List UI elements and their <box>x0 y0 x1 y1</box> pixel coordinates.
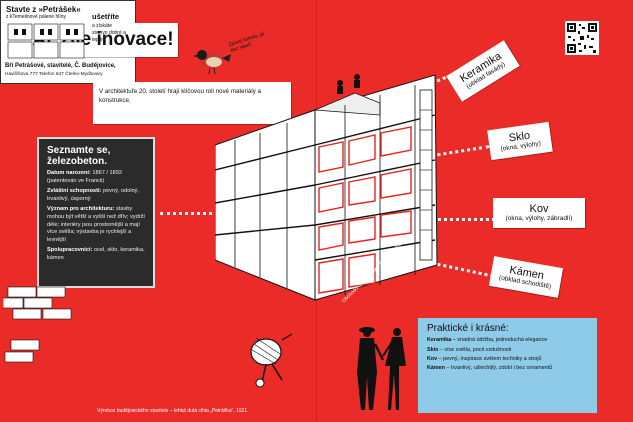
bricks-icon <box>3 286 72 320</box>
meaning-label: Význam pro architekturu: <box>47 206 115 213</box>
info-item-text: – trvanlivý, ušlechtilý, zdobí i bez orn… <box>444 365 553 372</box>
material-tag-kov[interactable]: Kov (okna, výlohy, zábradlí) <box>493 198 585 228</box>
material-name: Kov <box>529 203 549 215</box>
info-item-label: Keramika <box>427 337 452 344</box>
connector-chalkboard <box>160 212 218 215</box>
born-value: 1867 / 1892 (patentován ve Francii) <box>47 170 122 184</box>
info-item: Kámen – trvanlivý, ušlechtilý, zdobí i b… <box>427 364 588 373</box>
qr-code-icon[interactable] <box>565 21 599 55</box>
partners-value: ocel, sklo, keramika, kámen <box>47 247 145 261</box>
abilities-value: pevný, odolný, trvanlivý, úsporný <box>47 188 140 202</box>
abilities-label: Zvláštní schopnosti: <box>47 188 102 195</box>
info-item-text: – snadná údržba, jednoduchá elegance <box>451 337 548 344</box>
cement-mixer-icon <box>250 333 293 388</box>
material-detail: (okna, výlohy, zábradlí) <box>505 215 573 222</box>
ad-caption: Výrobce budějovického stavitele – lehká … <box>97 408 248 414</box>
couple-silhouette-icon <box>357 327 406 410</box>
info-heading: Praktické i krásné: <box>427 323 509 334</box>
bricks-icon <box>4 339 40 363</box>
info-item-text: – více světla, pocit vzdušnosti <box>438 346 512 353</box>
building-illustration <box>215 74 438 301</box>
petrasek-advertisement: Stavte z »Petrášek« z kTemelinové pálené… <box>0 0 136 84</box>
ad-signature: Bří Petrášové, stavitelé, Č. Budějovice, <box>5 63 116 69</box>
ad-save-text: a získáte stavivo dobré a teplé. <box>92 23 126 43</box>
material-tag-keramika[interactable]: Keramika (obklad fasády) <box>446 40 520 102</box>
born-label: Datum narození: <box>47 170 91 176</box>
meaning-value: stavby mohou být větší a vyšší než dřív;… <box>47 206 145 243</box>
intro-text: V architektuře 20. století hrají klíčovo… <box>93 82 291 124</box>
chalkboard-heading: Seznamte se, železobeton. <box>47 145 111 167</box>
ad-headline: Stavte z »Petrášek« <box>6 5 81 14</box>
chalkboard-panel: Seznamte se, železobeton. Datum narození… <box>37 137 155 288</box>
connector-kov <box>395 218 495 221</box>
bird-icon <box>193 50 231 75</box>
material-tag-kamen[interactable]: Kámen (obklad schodiště) <box>488 256 564 298</box>
info-item: Sklo – více světla, pocit vzdušnosti <box>427 346 588 355</box>
info-item-label: Sklo <box>427 346 439 353</box>
info-item-label: Kov <box>427 355 438 362</box>
bird-note: Zpívej koledu, jsi bez vlasů <box>228 30 266 54</box>
info-item-label: Kámen <box>427 365 445 372</box>
info-item: Kov – pevný, inspirace světem techniky a… <box>427 355 588 364</box>
ad-address: Havlíčkova 777 Telefon 647 Čtelno-Mydlov… <box>5 72 103 77</box>
info-item: Keramika – snadná údržba, jednoduchá ele… <box>427 336 588 345</box>
brick-block-icon <box>7 23 85 59</box>
material-tag-sklo[interactable]: Sklo (okna, výlohy) <box>487 121 553 161</box>
info-item-text: – pevný, inspirace světem techniky a str… <box>437 355 542 362</box>
ad-subline: z kTemelinové pálené hlíny <box>6 14 67 20</box>
info-panel: Praktické i krásné: Keramika – snadná úd… <box>418 318 597 413</box>
partners-label: Spolupracovníci: <box>47 247 93 254</box>
ad-save: ušetříte <box>92 12 120 21</box>
